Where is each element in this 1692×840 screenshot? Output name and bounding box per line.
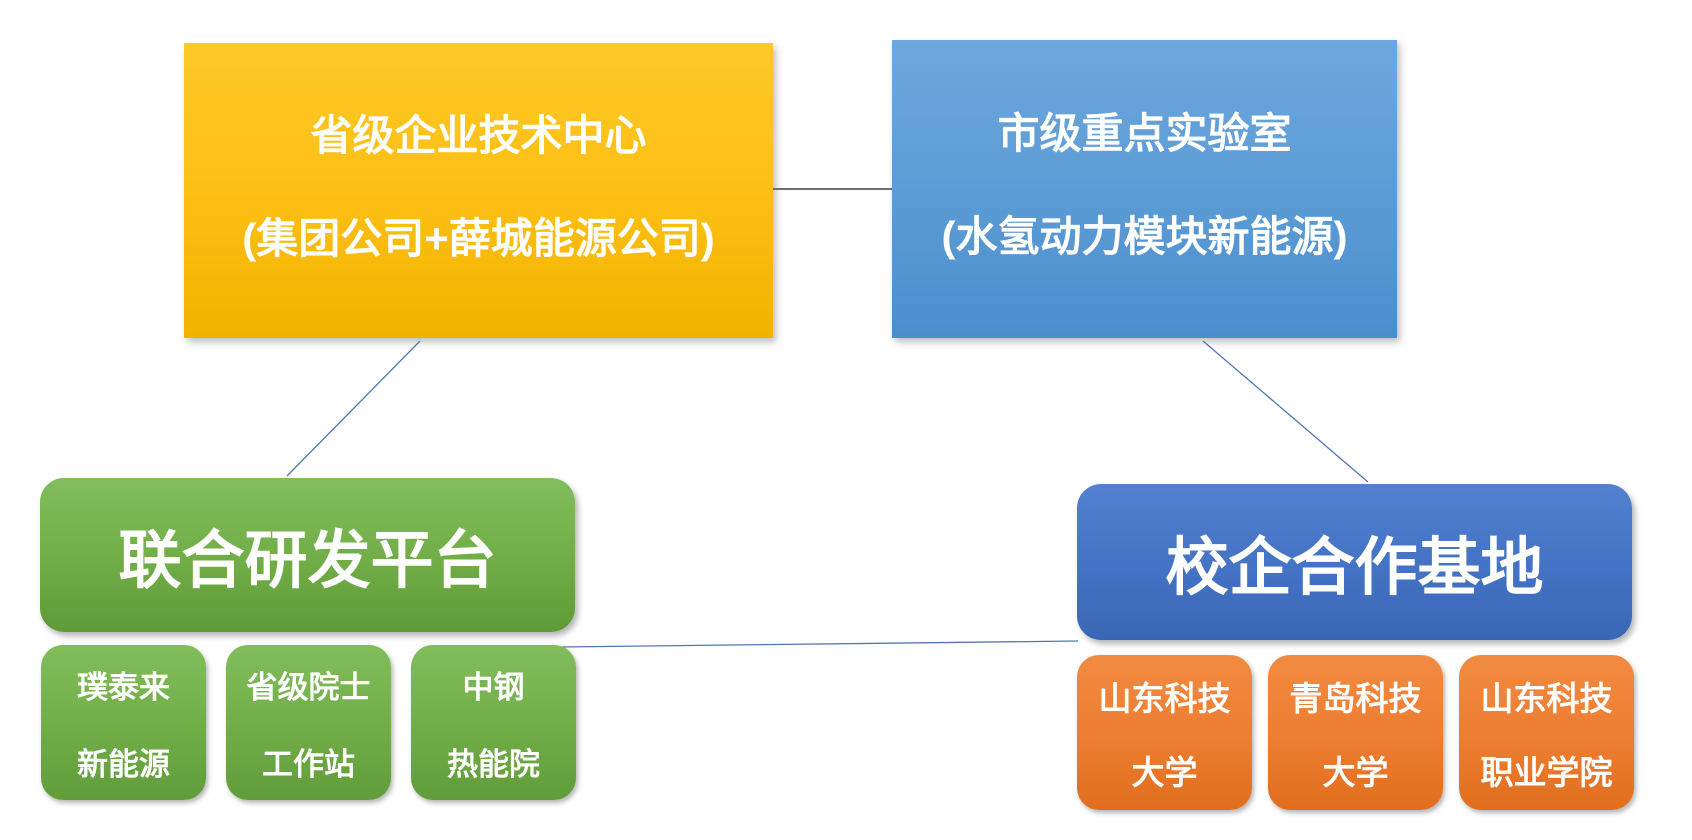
node-provincial-tech-center-title: 省级企业技术中心 bbox=[310, 111, 647, 159]
node-qingdao-univ-sci-tech: 青岛科技 大学 bbox=[1268, 655, 1443, 810]
connector-green-to-darkblue bbox=[559, 640, 1079, 648]
node-sdvc-line2: 职业学院 bbox=[1480, 753, 1613, 791]
node-sdust-line2: 大学 bbox=[1131, 753, 1198, 791]
node-sdust-line1: 山东科技 bbox=[1098, 679, 1231, 717]
node-provincial-tech-center-subtitle: (集团公司+薛城能源公司) bbox=[242, 214, 715, 262]
node-municipal-key-lab: 市级重点实验室 (水氢动力模块新能源) bbox=[892, 40, 1397, 338]
node-municipal-key-lab-title: 市级重点实验室 bbox=[997, 110, 1292, 157]
node-municipal-key-lab-subtitle: (水氢动力模块新能源) bbox=[941, 213, 1348, 260]
node-sdvc-line1: 山东科技 bbox=[1480, 679, 1613, 717]
node-sinosteel-thermal-institute: 中钢 热能院 bbox=[411, 645, 576, 800]
node-qust-line2: 大学 bbox=[1322, 753, 1389, 791]
node-provincial-academician-workstation: 省级院士 工作站 bbox=[226, 645, 391, 800]
node-shandong-univ-sci-tech: 山东科技 大学 bbox=[1077, 655, 1252, 810]
node-shandong-vocational-college: 山东科技 职业学院 bbox=[1459, 655, 1634, 810]
connector-lightblue-to-darkblue bbox=[1202, 340, 1369, 483]
node-sinosteel-line2: 热能院 bbox=[447, 746, 540, 782]
node-school-enterprise-base: 校企合作基地 bbox=[1077, 484, 1632, 640]
node-provincial-tech-center: 省级企业技术中心 (集团公司+薛城能源公司) bbox=[184, 43, 773, 338]
node-joint-rd-platform-label: 联合研发平台 bbox=[118, 525, 497, 596]
node-academician-line1: 省级院士 bbox=[246, 669, 371, 705]
node-putailai-line2: 新能源 bbox=[77, 746, 170, 782]
node-putailai-new-energy: 璞泰来 新能源 bbox=[41, 645, 206, 800]
node-qust-line1: 青岛科技 bbox=[1289, 679, 1422, 717]
node-putailai-line1: 璞泰来 bbox=[77, 669, 170, 705]
node-joint-rd-platform: 联合研发平台 bbox=[40, 478, 575, 632]
node-sinosteel-line1: 中钢 bbox=[462, 669, 525, 705]
node-school-enterprise-base-label: 校企合作基地 bbox=[1165, 532, 1544, 603]
connector-gold-to-green bbox=[286, 340, 421, 477]
node-academician-line2: 工作站 bbox=[262, 746, 355, 782]
